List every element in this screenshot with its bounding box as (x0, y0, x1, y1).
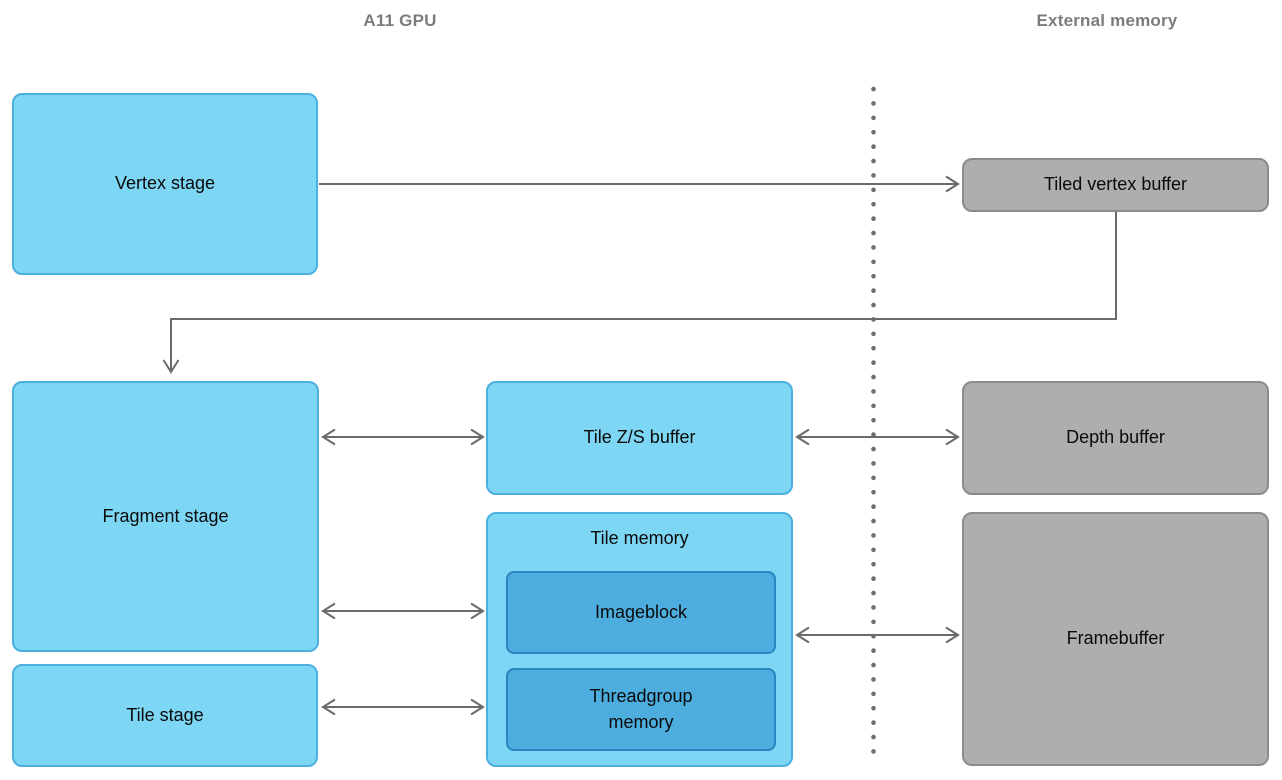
tiled-vertex-buffer-label: Tiled vertex buffer (1043, 174, 1188, 195)
tile-zs-buffer-label: Tile Z/S buffer (583, 427, 696, 448)
box-tiled-vertex-buffer: Tiled vertex buffer (962, 158, 1269, 212)
framebuffer-label: Framebuffer (1066, 628, 1165, 649)
tile-stage-label: Tile stage (126, 704, 204, 725)
arrow-fragment-stage-tile-memory (321, 602, 485, 620)
column-header-external-memory: External memory (1036, 11, 1178, 30)
box-imageblock: Imageblock (506, 571, 776, 654)
arrow-tile-stage-tile-memory (321, 698, 485, 716)
depth-buffer-label: Depth buffer (1066, 427, 1165, 448)
arrow-tile-memory-framebuffer (795, 626, 960, 644)
arrow-tile-zs-buffer-depth-buffer (795, 428, 960, 446)
box-fragment-stage: Fragment stage (12, 381, 319, 652)
box-tile-zs-buffer: Tile Z/S buffer (486, 381, 793, 495)
box-framebuffer: Framebuffer (962, 512, 1269, 766)
arrow-fragment-stage-tile-zs-buffer (321, 428, 485, 446)
vertex-stage-label: Vertex stage (114, 173, 216, 194)
column-header-a11-gpu: A11 GPU (363, 11, 437, 30)
threadgroup-memory-label: Threadgroup memory (589, 686, 693, 732)
imageblock-label: Imageblock (594, 601, 688, 622)
box-vertex-stage: Vertex stage (12, 93, 318, 275)
tile-memory-label: Tile memory (590, 528, 689, 548)
box-tile-memory: Tile memory Imageblock Threadgroup memor… (486, 512, 793, 767)
fragment-stage-label: Fragment stage (102, 505, 229, 526)
box-tile-stage: Tile stage (12, 664, 318, 767)
arrow-vertex-stage-to-tiled-vertex-buffer (319, 175, 960, 193)
box-depth-buffer: Depth buffer (962, 381, 1269, 495)
box-threadgroup-memory: Threadgroup memory (506, 668, 776, 751)
